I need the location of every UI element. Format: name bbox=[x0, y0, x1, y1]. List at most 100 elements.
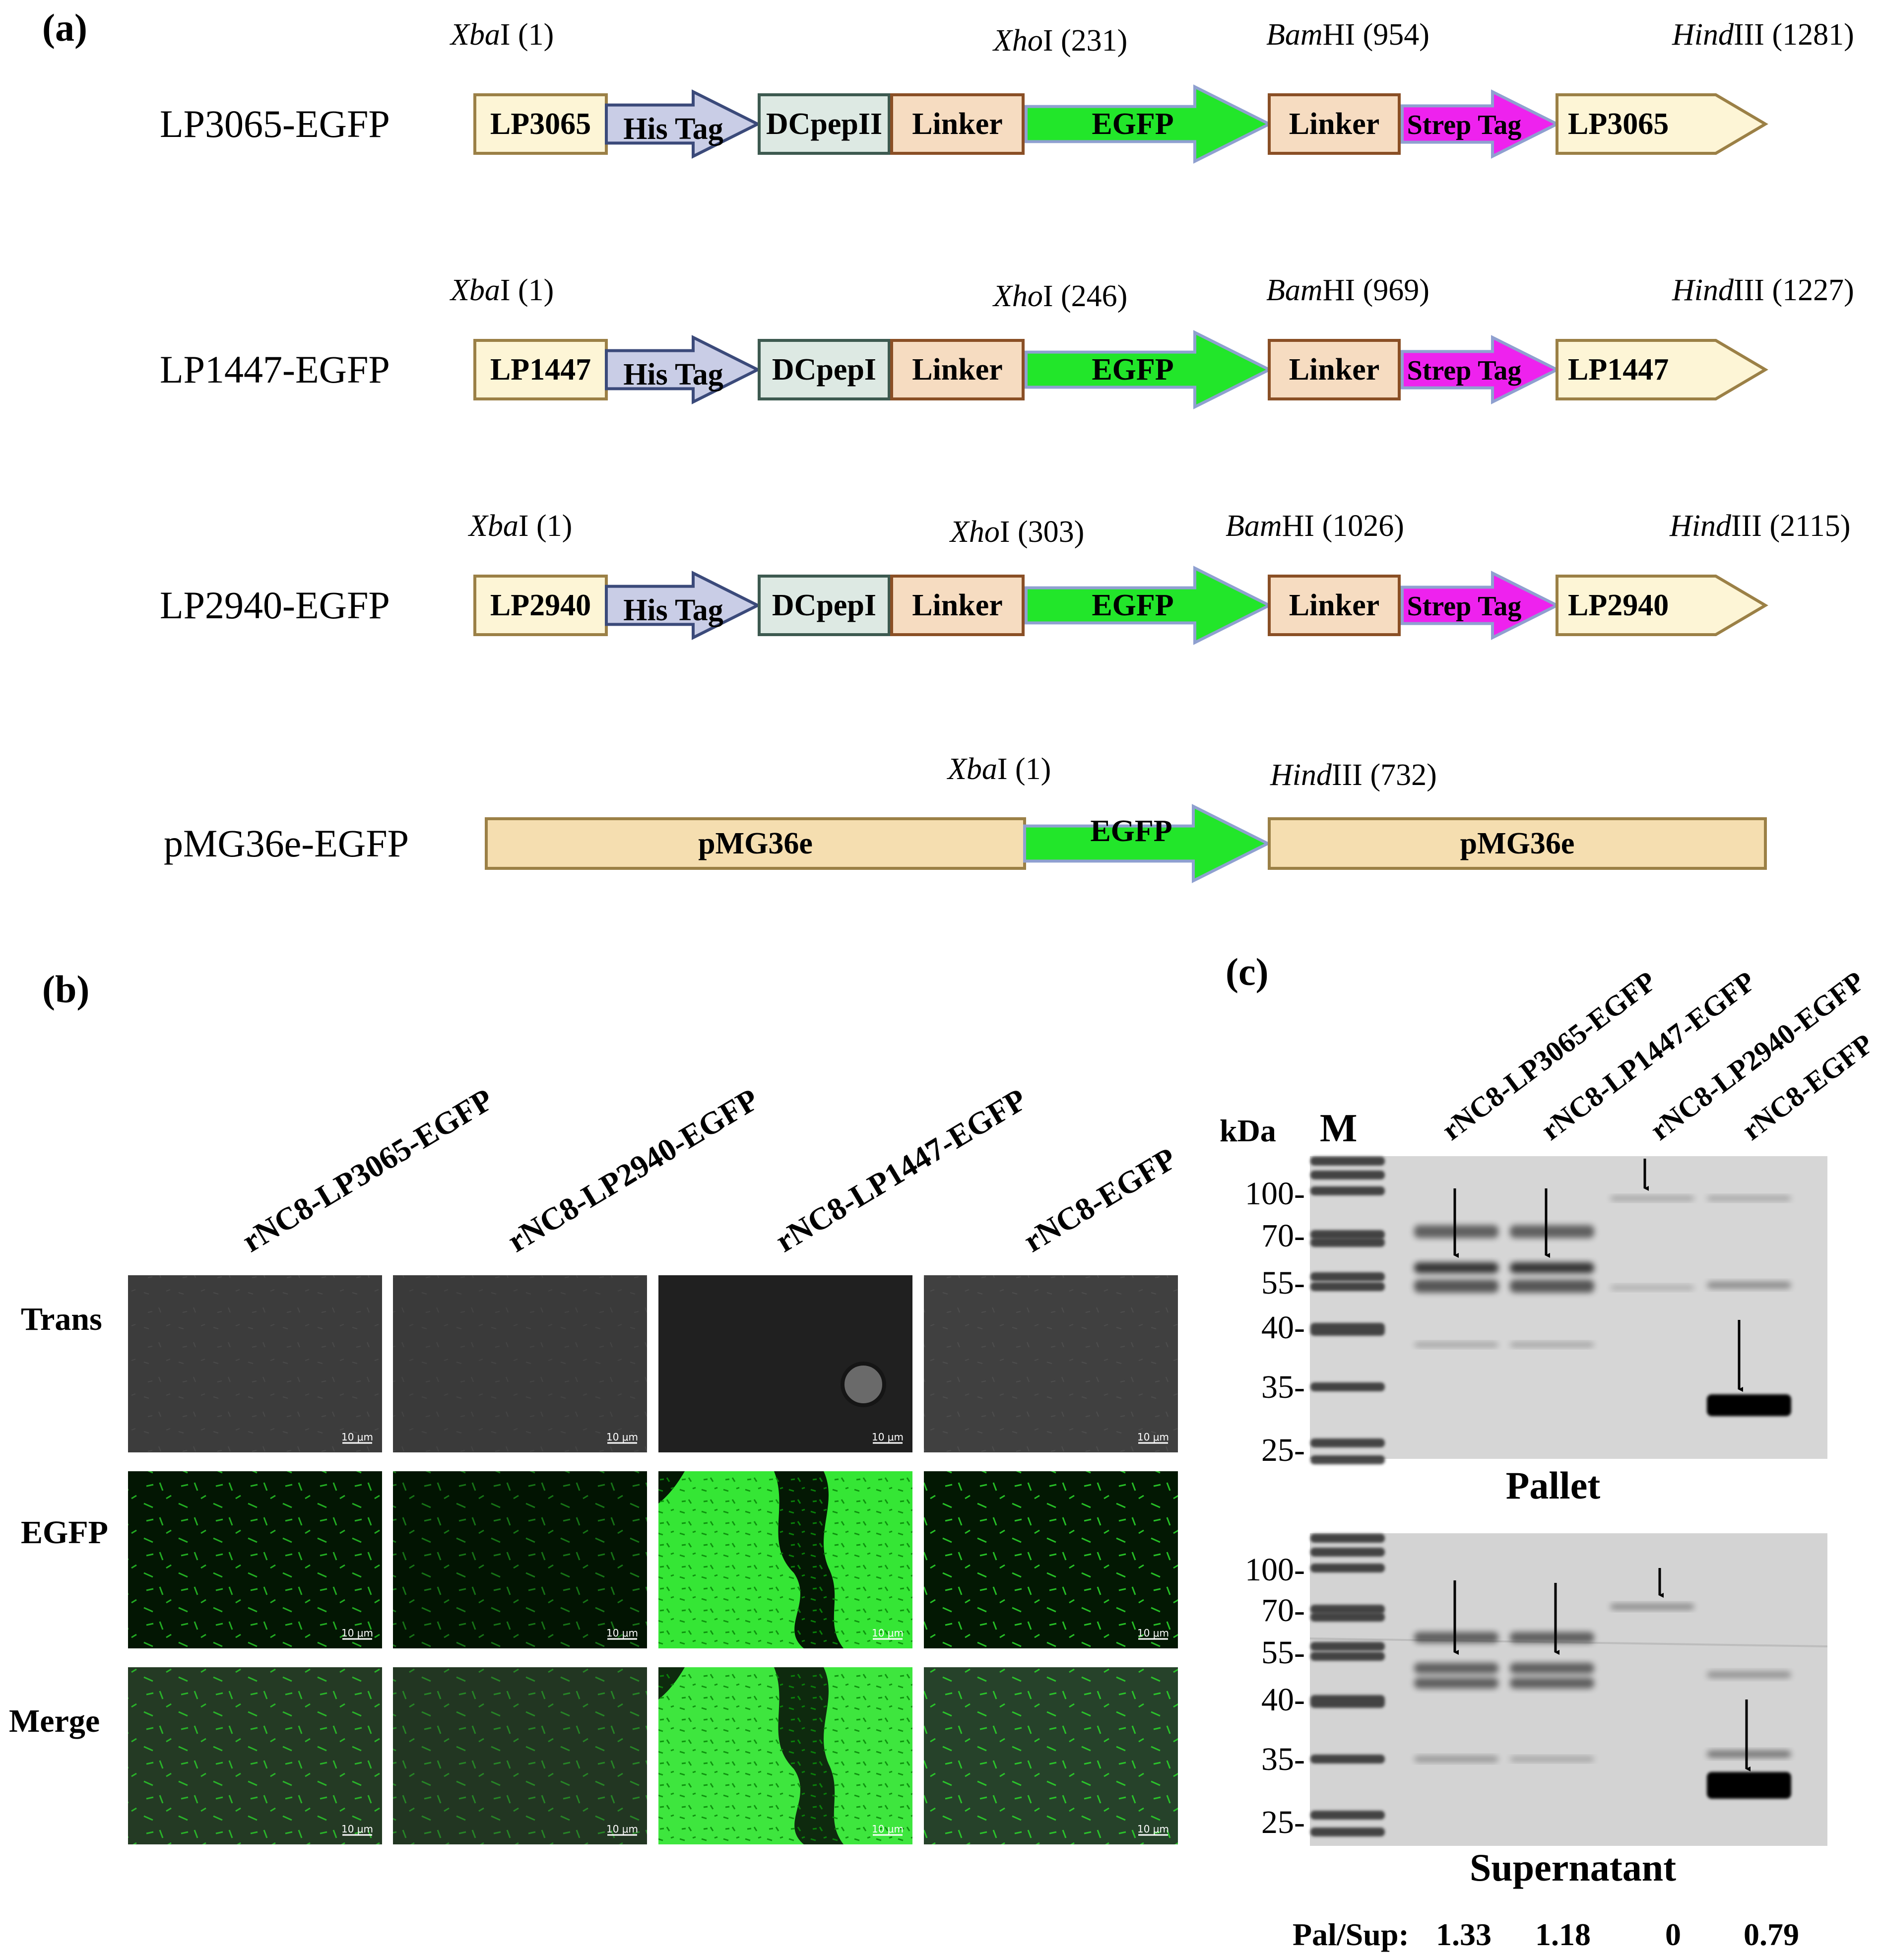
ratio-rnc8: 0.79 bbox=[1744, 1917, 1799, 1952]
scale-bar-label: 10 μm bbox=[872, 1627, 904, 1639]
protein-band bbox=[1414, 1678, 1498, 1689]
segment-promoter bbox=[473, 93, 608, 155]
micro-col-label-1: rNC8-LP3065-EGFP bbox=[236, 1082, 499, 1259]
mw-marker: 100- bbox=[1245, 1176, 1305, 1212]
protein-band bbox=[1707, 1394, 1791, 1416]
restriction-site: XbaI (1) bbox=[449, 273, 554, 307]
segment-label: DCpepI bbox=[772, 353, 876, 387]
segment-label: Linker bbox=[1289, 353, 1380, 387]
segment-linker bbox=[890, 575, 1025, 636]
micro-col-label-3: rNC8-LP1447-EGFP bbox=[770, 1082, 1033, 1259]
pallet-bands bbox=[1310, 1157, 1791, 1464]
mw-marker: 35- bbox=[1261, 1741, 1305, 1777]
scale-bar-label: 10 μm bbox=[606, 1627, 638, 1639]
ladder-band bbox=[1310, 1323, 1385, 1336]
protein-band bbox=[1414, 1280, 1498, 1293]
mw-marker: 55- bbox=[1261, 1265, 1305, 1301]
segment-label: EGFP bbox=[1092, 107, 1173, 141]
protein-band bbox=[1414, 1262, 1498, 1273]
protein-band bbox=[1610, 1604, 1694, 1610]
restriction-site: XhoI (246) bbox=[992, 279, 1127, 313]
construct-name: LP1447-EGFP bbox=[160, 348, 390, 391]
segment-label: Linker bbox=[1289, 107, 1380, 141]
segment-promoter bbox=[473, 339, 608, 400]
image-merge-lp3065-texture bbox=[128, 1667, 382, 1844]
segment-label: LP3065 bbox=[1568, 107, 1669, 141]
ladder-band bbox=[1310, 1171, 1385, 1179]
construct-name: LP2940-EGFP bbox=[160, 584, 390, 627]
segment-promoter-end bbox=[1556, 93, 1768, 155]
segment-strep bbox=[1401, 89, 1560, 159]
micro-row-label-egfp: EGFP bbox=[21, 1514, 108, 1551]
ladder-band bbox=[1310, 1157, 1385, 1166]
segment-label: EGFP bbox=[1092, 353, 1173, 387]
segment-label: DCpepII bbox=[766, 107, 882, 141]
image-trans-lp2940-texture bbox=[393, 1275, 647, 1452]
panel-a-letter: (a) bbox=[42, 6, 87, 49]
panel-b-letter: (b) bbox=[42, 968, 89, 1011]
ladder-band bbox=[1310, 1382, 1385, 1391]
ladder-band bbox=[1310, 1186, 1385, 1195]
segment-label: Linker bbox=[912, 353, 1003, 387]
ladder-band bbox=[1310, 1534, 1385, 1543]
segment-label: LP2940 bbox=[490, 588, 591, 622]
scale-bar-label: 10 μm bbox=[341, 1823, 373, 1835]
protein-band bbox=[1510, 1632, 1594, 1643]
image-merge-rnc8-texture bbox=[924, 1667, 1178, 1844]
scale-bar-label: 10 μm bbox=[341, 1431, 373, 1443]
blot-title-supernatant: Supernatant bbox=[1470, 1846, 1676, 1889]
mw-marker: 40- bbox=[1261, 1682, 1305, 1718]
mw-marker: 40- bbox=[1261, 1309, 1305, 1346]
segment-label: pMG36e bbox=[698, 827, 813, 860]
image-egfp-lp2940-texture bbox=[393, 1471, 647, 1648]
image-merge-lp2940-texture bbox=[393, 1667, 647, 1844]
restriction-site: HindIII (732) bbox=[1270, 758, 1437, 792]
restriction-site: XbaI (1) bbox=[449, 18, 554, 52]
segment-label: EGFP bbox=[1090, 814, 1172, 848]
protein-band bbox=[1510, 1225, 1594, 1238]
band-arrows bbox=[1453, 1159, 1751, 1771]
micro-row-label-trans: Trans bbox=[21, 1301, 102, 1337]
scale-bar-label: 10 μm bbox=[872, 1431, 904, 1443]
segment-label: LP3065 bbox=[490, 107, 591, 141]
scale-bar-label: 10 μm bbox=[341, 1627, 373, 1639]
supernatant-mw-markers: 100-70-55-40-35-25- bbox=[1245, 1552, 1305, 1840]
protein-band bbox=[1707, 1282, 1791, 1289]
image-trans-lp1447-cell bbox=[841, 1362, 886, 1407]
pallet-mw-markers: 100-70-55-40-35-25- bbox=[1245, 1176, 1305, 1468]
restriction-site: HindIII (1281) bbox=[1672, 18, 1854, 52]
mw-marker: 35- bbox=[1261, 1369, 1305, 1405]
protein-band bbox=[1414, 1632, 1498, 1643]
protein-band bbox=[1510, 1342, 1594, 1347]
protein-band bbox=[1510, 1280, 1594, 1293]
segment-promoter-end bbox=[1556, 339, 1768, 400]
segment-strep bbox=[1401, 571, 1560, 640]
segment-egfp bbox=[1025, 330, 1273, 409]
image-trans-lp1447 bbox=[658, 1275, 912, 1452]
micro-row-label-merge: Merge bbox=[9, 1703, 100, 1739]
scale-bar-label: 10 μm bbox=[606, 1823, 638, 1835]
protein-band bbox=[1707, 1196, 1791, 1201]
microscopy-grid: rNC8-LP3065-EGFP rNC8-LP2940-EGFP rNC8-L… bbox=[9, 1082, 1182, 1844]
protein-band bbox=[1510, 1757, 1594, 1762]
ladder-band bbox=[1310, 1605, 1385, 1614]
blot-supernatant bbox=[1310, 1533, 1827, 1846]
segment-label: His Tag bbox=[623, 593, 723, 627]
protein-band bbox=[1510, 1663, 1594, 1674]
protein-band bbox=[1414, 1756, 1498, 1762]
segment-label: Linker bbox=[912, 588, 1003, 622]
restriction-site: BamHI (1026) bbox=[1226, 509, 1404, 543]
segment-linker bbox=[1268, 339, 1401, 400]
construct-name: pMG36e-EGFP bbox=[164, 822, 409, 865]
ratio-lp2940: 0 bbox=[1665, 1917, 1681, 1952]
segment-dcpep bbox=[758, 339, 891, 400]
ratio-lp3065: 1.33 bbox=[1436, 1917, 1492, 1952]
mw-marker: 70- bbox=[1261, 1218, 1305, 1254]
image-egfp-lp1447-texture bbox=[658, 1471, 912, 1648]
segment-label: His Tag bbox=[623, 112, 723, 146]
micro-col-label-2: rNC8-LP2940-EGFP bbox=[502, 1082, 765, 1259]
